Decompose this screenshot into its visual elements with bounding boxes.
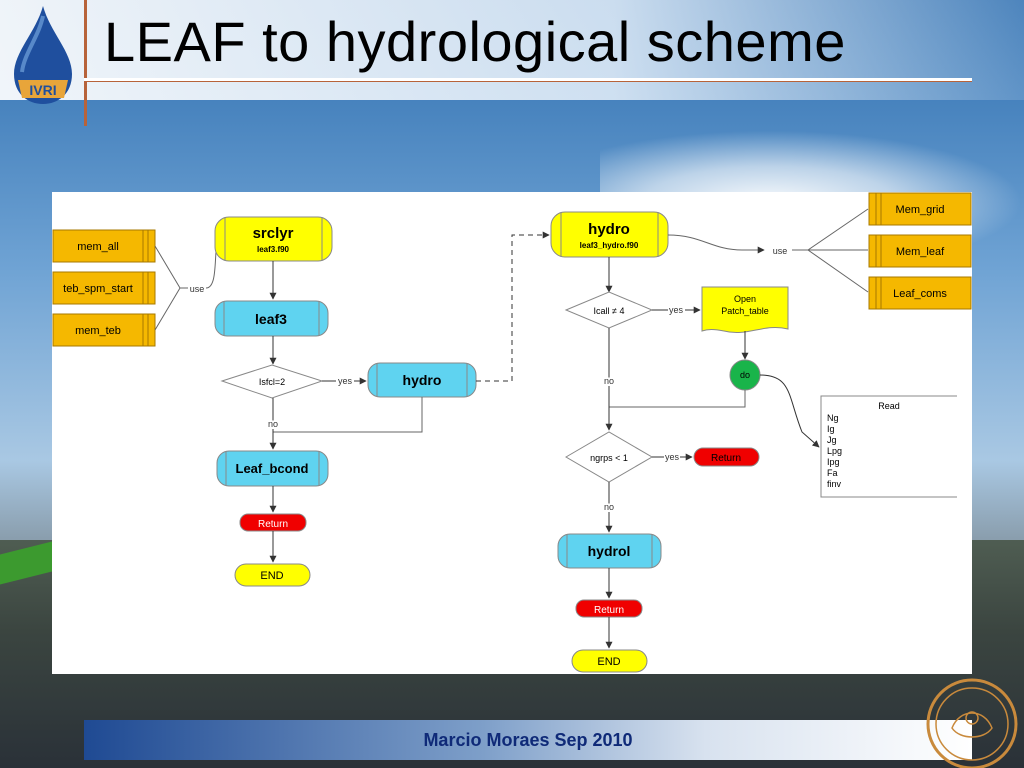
leaf3-label: leaf3 [255, 311, 287, 327]
title-accent-horizontal [84, 78, 972, 81]
read-item-ng: Ng [827, 413, 839, 423]
leaf3-node: leaf3 [214, 300, 329, 337]
read-item-jg: Jg [827, 435, 837, 445]
use-label-left: use [190, 284, 205, 294]
read-item-fa: Fa [827, 468, 838, 478]
dashed-call-link [476, 231, 550, 382]
open-patch-table-doc: Open Patch_table [701, 286, 789, 333]
srclyr-title: srclyr [253, 225, 294, 242]
srclyr-node: srclyr leaf3.f90 [214, 216, 333, 262]
no-label-right2: no [604, 502, 614, 512]
read-title: Read [878, 401, 900, 411]
srclyr-file: leaf3.f90 [257, 245, 290, 254]
open-doc-line1: Open [734, 294, 756, 304]
hydrol-node: hydrol [557, 533, 662, 569]
return-yes-label: Return [711, 453, 741, 464]
read-item-lpg: Lpg [827, 446, 842, 456]
flowchart: mem_all teb_spm_start mem_teb use srclyr… [52, 192, 972, 673]
hydro-left-label: hydro [403, 372, 442, 388]
end-left-label: END [260, 570, 283, 582]
module-label-mem-leaf: Mem_leaf [896, 246, 945, 258]
hydro-left-node: hydro [367, 362, 477, 398]
do-label: do [740, 370, 750, 380]
return-right-label: Return [594, 605, 624, 616]
decision-isfcl-label: Isfcl=2 [259, 377, 285, 387]
use-bracket-left [154, 245, 181, 331]
hydro-right-file: leaf3_hydro.f90 [580, 241, 639, 250]
do-loop-node: do [729, 359, 761, 391]
yes-label-right1: yes [669, 305, 684, 315]
decision-ngrps-label: ngrps < 1 [590, 453, 628, 463]
decision-isfcl: Isfcl=2 [220, 364, 324, 399]
return-right-node: Return [575, 599, 643, 618]
leaf-bcond-label: Leaf_bcond [236, 461, 309, 476]
yes-label-right2: yes [665, 452, 680, 462]
return-yes-node: Return [693, 447, 760, 467]
drop-logo-icon: IVRI [14, 6, 72, 104]
return-left-node: Return [239, 513, 307, 532]
module-box-mem-all: mem_all [52, 229, 156, 263]
module-box-mem-grid: Mem_grid [868, 192, 972, 226]
module-label-teb-spm-start: teb_spm_start [63, 283, 133, 295]
module-box-leaf-coms: Leaf_coms [868, 276, 972, 310]
no-label-right1: no [604, 376, 614, 386]
footer-bar: Marcio Moraes Sep 2010 [84, 720, 972, 760]
module-label-mem-grid: Mem_grid [896, 204, 945, 216]
decision-ngrps: ngrps < 1 [565, 431, 653, 483]
title-accent-vertical [84, 0, 87, 126]
logo-text: IVRI [29, 82, 56, 98]
hydro-right-node: hydro leaf3_hydro.f90 [550, 211, 669, 258]
read-item-ipg: Ipg [827, 457, 840, 467]
read-box: Read Ng Ig Jg Lpg Ipg Fa finv [820, 395, 957, 498]
module-label-mem-all: mem_all [77, 241, 119, 253]
no-label-left: no [268, 419, 278, 429]
module-box-mem-leaf: Mem_leaf [868, 234, 972, 268]
end-right-node: END [571, 649, 648, 673]
end-right-label: END [597, 656, 620, 668]
footer-text: Marcio Moraes Sep 2010 [423, 730, 633, 750]
open-doc-line2: Patch_table [721, 306, 769, 316]
hydro-right-title: hydro [588, 221, 630, 238]
read-item-finv: finv [827, 479, 842, 489]
hydrol-label: hydrol [588, 543, 631, 559]
module-label-mem-teb: mem_teb [75, 325, 121, 337]
return-left-label: Return [258, 519, 288, 530]
module-box-mem-teb: mem_teb [52, 313, 156, 347]
decision-icall: Icall ≠ 4 [564, 291, 654, 329]
title-bar [0, 0, 1024, 100]
use-label-right: use [773, 246, 788, 256]
module-label-leaf-coms: Leaf_coms [893, 288, 947, 300]
module-box-teb-spm-start: teb_spm_start [52, 271, 156, 305]
university-seal-icon [926, 678, 1018, 768]
yes-label-left: yes [338, 376, 353, 386]
end-left-node: END [234, 563, 311, 587]
read-item-ig: Ig [827, 424, 835, 434]
leaf-bcond-node: Leaf_bcond [216, 450, 329, 487]
decision-icall-label: Icall ≠ 4 [594, 306, 625, 316]
page-title: LEAF to hydrological scheme [104, 10, 846, 73]
